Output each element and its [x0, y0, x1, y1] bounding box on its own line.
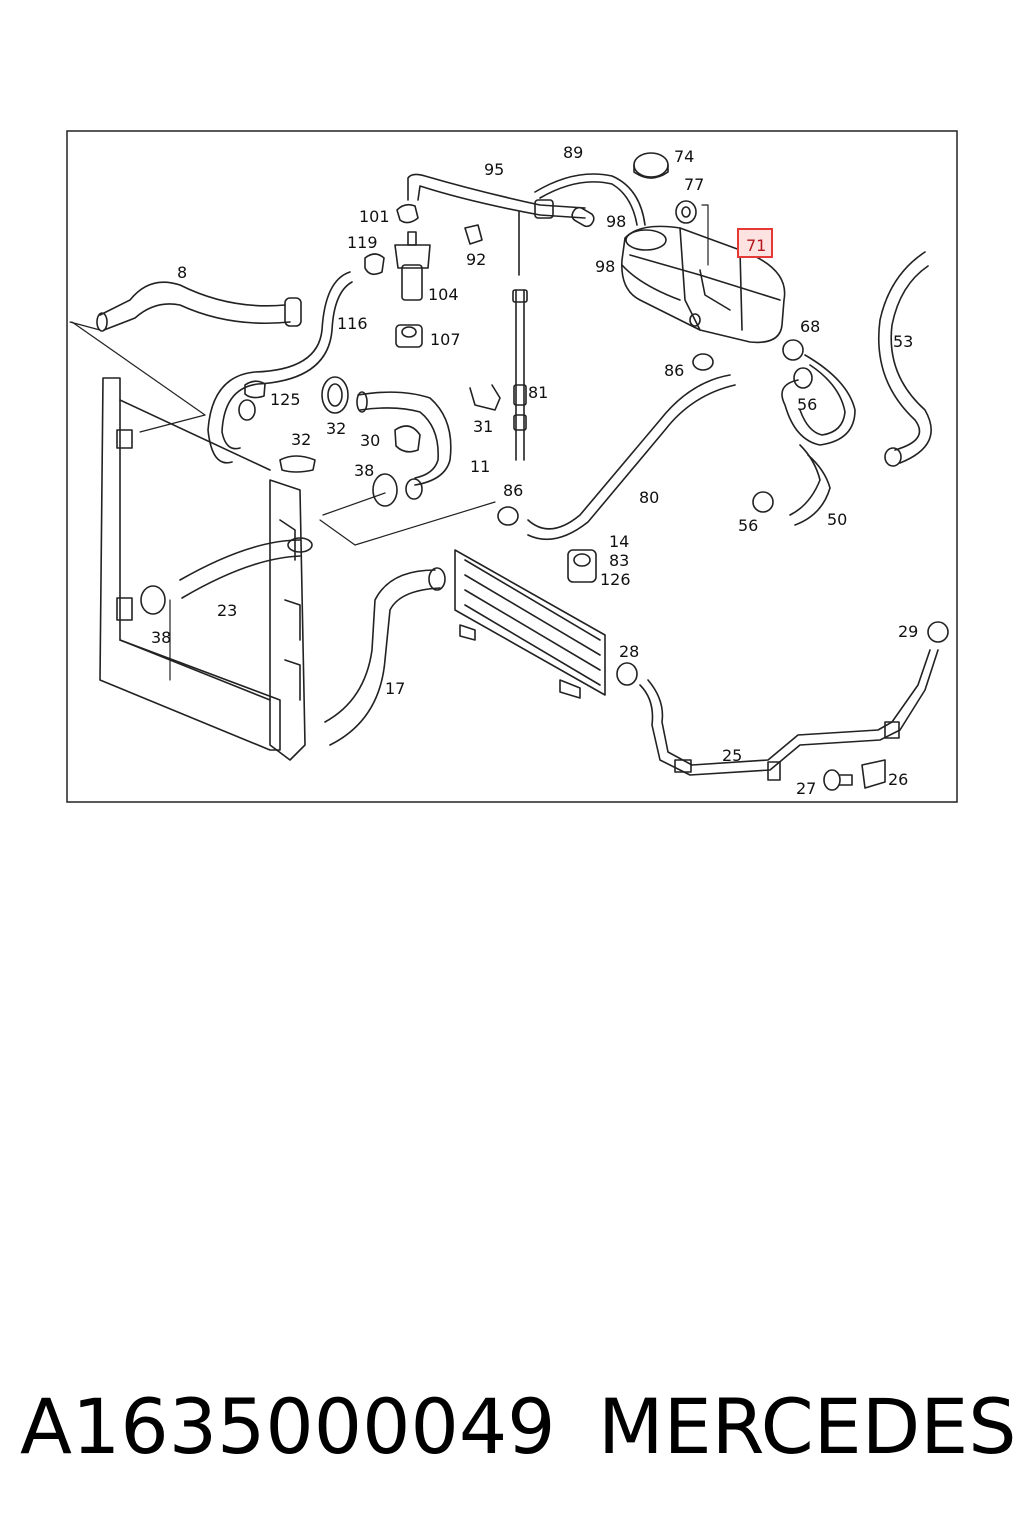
- label-95: 95: [484, 160, 504, 179]
- clamp-28: [616, 662, 638, 686]
- clamp-101: [396, 203, 419, 224]
- clamp-38b: [140, 585, 166, 615]
- hose-95: [407, 173, 586, 276]
- label-74: 74: [674, 147, 694, 166]
- label-104: 104: [428, 285, 459, 304]
- label-81: 81: [528, 383, 548, 402]
- label-125: 125: [270, 390, 301, 409]
- valve-104: [394, 231, 431, 301]
- label-80: 80: [639, 488, 659, 507]
- diagram-frame: [66, 130, 958, 803]
- label-53: 53: [893, 332, 913, 351]
- label-28: 28: [619, 642, 639, 661]
- label-50: 50: [827, 510, 847, 529]
- label-116: 116: [337, 314, 368, 333]
- footer-caption: A1635000049 MERCEDES: [0, 1372, 1024, 1482]
- label-98a: 98: [606, 212, 626, 231]
- pipe-25: [639, 649, 939, 781]
- label-107: 107: [430, 330, 461, 349]
- hose-8: [96, 281, 302, 332]
- clamp-56b: [752, 491, 774, 513]
- parts-diagram: 8 95 89 74 77 71 101 119 92 98 98 104 11…: [66, 130, 958, 803]
- label-8: 8: [177, 263, 187, 282]
- bracket-26: [861, 759, 886, 789]
- hose-11: [356, 391, 452, 500]
- label-26: 26: [888, 770, 908, 789]
- oil-cooler: [454, 549, 606, 699]
- label-30: 30: [360, 431, 380, 450]
- bolt-27: [823, 769, 853, 791]
- label-29: 29: [898, 622, 918, 641]
- cap-74: [633, 152, 669, 179]
- hose-53: [877, 251, 932, 467]
- clamp-119: [364, 253, 385, 276]
- hose-17: [324, 567, 446, 746]
- hose-50: [781, 354, 856, 526]
- clamp-38a: [372, 473, 398, 507]
- part-labels: 8 95 89 74 77 71 101 119 92 98 98 104 11…: [151, 143, 918, 798]
- grommet-14: [567, 549, 597, 583]
- label-27: 27: [796, 779, 816, 798]
- label-119: 119: [347, 233, 378, 252]
- clamp-125: [244, 380, 266, 399]
- bushing-107: [395, 324, 423, 348]
- clamp-68: [782, 339, 804, 361]
- brand-name: MERCEDES: [598, 1382, 1017, 1471]
- label-11: 11: [470, 457, 490, 476]
- leader-lines: [69, 204, 759, 681]
- label-101: 101: [359, 207, 390, 226]
- label-86b: 86: [503, 481, 523, 500]
- label-56b: 56: [738, 516, 758, 535]
- clamp-56a: [793, 367, 813, 389]
- nut-77: [675, 200, 697, 224]
- rod-81: [512, 289, 528, 461]
- clamp-86a: [692, 353, 714, 371]
- label-14: 14: [609, 532, 629, 551]
- label-32b: 32: [291, 430, 311, 449]
- label-23: 23: [217, 601, 237, 620]
- clamp-29: [927, 621, 949, 643]
- label-25: 25: [722, 746, 742, 765]
- highlight-box-71: [737, 228, 773, 258]
- label-17: 17: [385, 679, 405, 698]
- bracket-31: [469, 384, 501, 411]
- hose-80: [527, 374, 736, 541]
- label-77: 77: [684, 175, 704, 194]
- hose-end-98: [571, 206, 595, 228]
- label-126: 126: [600, 570, 631, 589]
- clamp-32b: [279, 455, 316, 473]
- clamp-32a: [321, 376, 349, 414]
- hose-23: [179, 537, 313, 599]
- label-89: 89: [563, 143, 583, 162]
- label-38a: 38: [354, 461, 374, 480]
- label-31: 31: [473, 417, 493, 436]
- label-92: 92: [466, 250, 486, 269]
- label-71: 71: [746, 236, 766, 255]
- label-32a: 32: [326, 419, 346, 438]
- clamp-30: [394, 425, 421, 453]
- clip-92: [464, 224, 483, 245]
- label-56a: 56: [797, 395, 817, 414]
- label-83: 83: [609, 551, 629, 570]
- label-38b: 38: [151, 628, 171, 647]
- label-98b: 98: [595, 257, 615, 276]
- part-number: A1635000049: [20, 1382, 556, 1471]
- label-86a: 86: [664, 361, 684, 380]
- clamp-86b: [497, 506, 519, 526]
- radiator: [99, 377, 306, 761]
- label-68: 68: [800, 317, 820, 336]
- hose-89: [534, 173, 646, 226]
- expansion-tank-71: [621, 225, 786, 344]
